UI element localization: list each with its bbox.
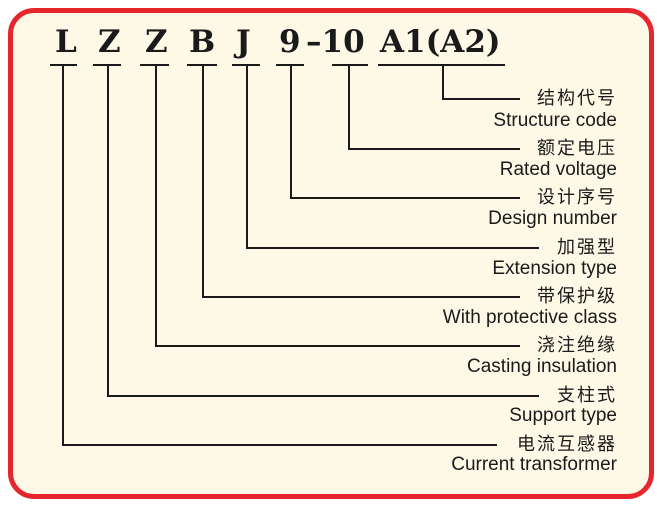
underline-z-1 xyxy=(93,64,121,66)
leader-support-type-vertical xyxy=(107,66,109,396)
label-structure-code-en: Structure code xyxy=(493,110,617,131)
label-structure-code-cn: 结构代号 xyxy=(537,88,617,109)
leader-extension-type-vertical xyxy=(246,66,248,248)
leader-rated-voltage-horizontal xyxy=(348,148,520,150)
leader-protective-class-vertical xyxy=(202,66,204,297)
code-structure-a1-a2: A1(A2) xyxy=(380,24,501,60)
label-protective-class-cn: 带保护级 xyxy=(537,286,617,307)
label-rated-voltage-cn: 额定电压 xyxy=(537,138,617,159)
leader-design-number-vertical xyxy=(290,66,292,198)
label-design-number-en: Design number xyxy=(488,208,617,229)
code-letter-z-2: Z xyxy=(145,24,168,60)
label-protective-class-en: With protective class xyxy=(442,307,617,328)
label-support-type-en: Support type xyxy=(509,405,617,426)
underline-b xyxy=(187,64,217,66)
code-digit-9: 9 xyxy=(279,24,301,60)
diagram-frame xyxy=(8,8,654,499)
leader-structure-code-horizontal xyxy=(442,98,520,100)
underline-10 xyxy=(332,64,368,66)
label-current-transformer-en: Current transformer xyxy=(451,454,617,475)
leader-structure-code-vertical xyxy=(442,66,444,99)
label-casting-insulation-en: Casting insulation xyxy=(467,356,617,377)
underline-l xyxy=(50,64,77,66)
leader-support-type-horizontal xyxy=(107,395,539,397)
leader-design-number-horizontal xyxy=(290,197,520,199)
label-extension-type-cn: 加强型 xyxy=(557,237,617,258)
code-letter-b: B xyxy=(189,24,216,60)
underline-j xyxy=(232,64,260,66)
leader-current-transformer-vertical xyxy=(62,66,64,445)
underline-a1-a2 xyxy=(378,64,505,66)
label-current-transformer-cn: 电流互感器 xyxy=(517,434,617,455)
code-voltage-10: –10 xyxy=(306,24,365,60)
leader-rated-voltage-vertical xyxy=(348,66,350,149)
label-casting-insulation-cn: 浇注绝缘 xyxy=(537,335,617,356)
leader-extension-type-horizontal xyxy=(246,247,539,249)
leader-protective-class-horizontal xyxy=(202,296,520,298)
label-extension-type-en: Extension type xyxy=(492,258,617,279)
leader-current-transformer-horizontal xyxy=(62,444,497,446)
code-letter-j: J xyxy=(236,24,251,60)
underline-9 xyxy=(276,64,304,66)
leader-casting-insulation-horizontal xyxy=(155,345,520,347)
leader-casting-insulation-vertical xyxy=(155,66,157,346)
label-rated-voltage-en: Rated voltage xyxy=(499,159,617,180)
code-letter-z-1: Z xyxy=(98,24,121,60)
underline-z-2 xyxy=(140,64,169,66)
label-support-type-cn: 支柱式 xyxy=(557,385,617,406)
code-letter-l: L xyxy=(55,24,77,60)
label-design-number-cn: 设计序号 xyxy=(537,187,617,208)
